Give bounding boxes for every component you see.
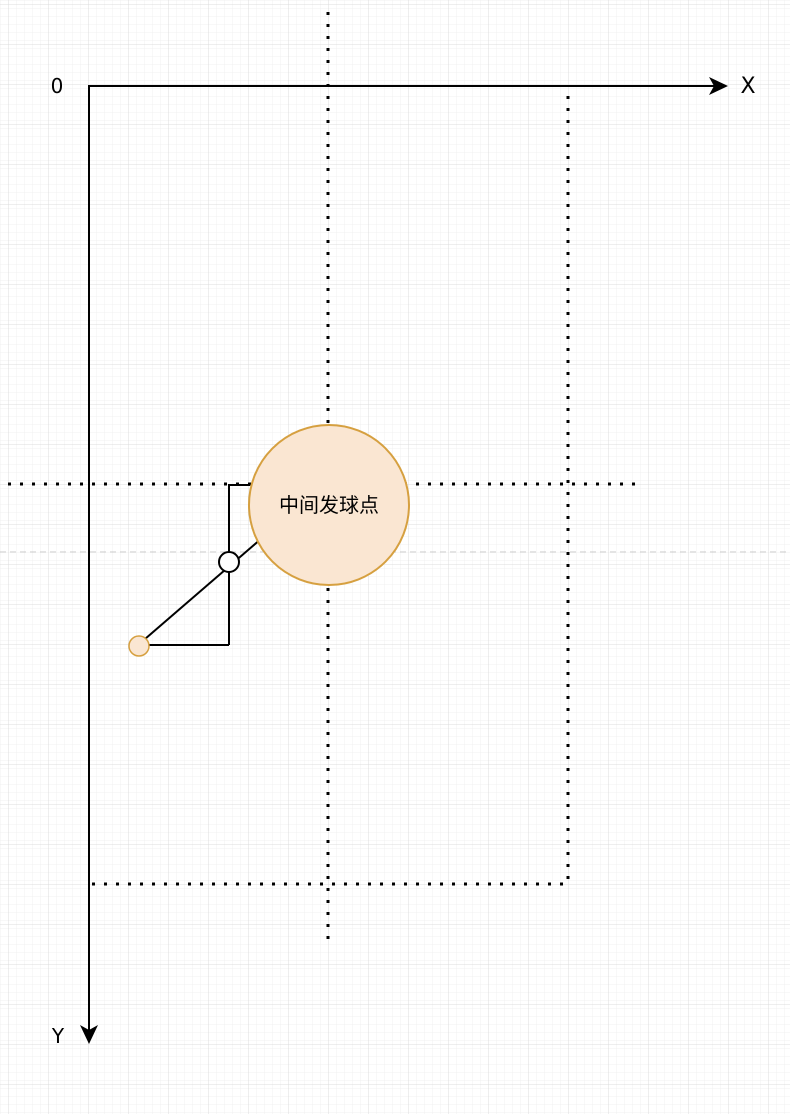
serve-point-label: 中间发球点 bbox=[279, 493, 379, 517]
serve-point-circle bbox=[248, 424, 410, 586]
pivot-point bbox=[218, 551, 240, 573]
origin-label: 0 bbox=[51, 74, 64, 98]
small-ball bbox=[128, 635, 150, 657]
y-axis-arrowhead bbox=[80, 1025, 98, 1044]
y-axis-label: Y bbox=[51, 1024, 65, 1048]
triangle-vertical-leg bbox=[228, 484, 250, 645]
x-axis-arrowhead bbox=[709, 77, 728, 95]
trajectory-line bbox=[144, 537, 263, 640]
x-axis-label: X bbox=[740, 74, 755, 99]
serve-point: 中间发球点 bbox=[248, 424, 410, 586]
